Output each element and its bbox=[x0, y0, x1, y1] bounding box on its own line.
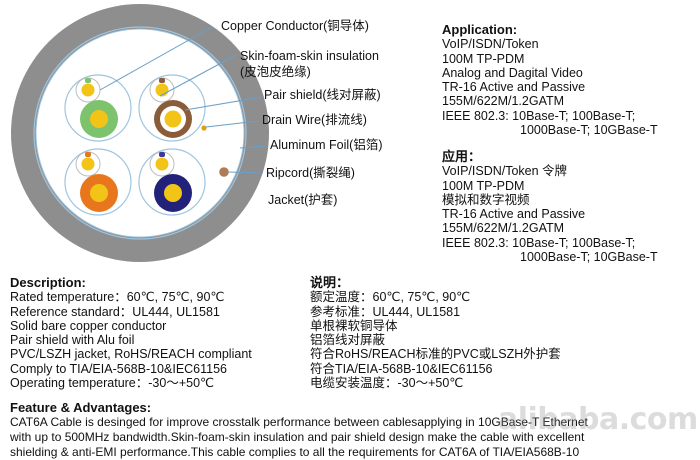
app-en-line: 1000Base-T; 10GBase-T bbox=[520, 123, 658, 138]
copper-conductor-small-bl bbox=[81, 157, 95, 171]
label-insulation-cn: (皮泡皮绝缘) bbox=[240, 65, 311, 79]
copper-conductor-large-tl bbox=[90, 110, 108, 128]
app-cn-line: 1000Base-T; 10GBase-T bbox=[520, 250, 658, 265]
leader-copper bbox=[99, 26, 213, 91]
app-en-line: IEEE 802.3: 10Base-T; 100Base-T; bbox=[442, 108, 636, 123]
desc-en-line: Comply to TIA/EIA-568B-10&IEC61156 bbox=[10, 361, 228, 376]
drain-wire-dot bbox=[201, 125, 207, 131]
features-line: CAT6A Cable is desinged for improve cros… bbox=[10, 415, 588, 429]
app-cn-line: IEEE 802.3: 10Base-T; 100Base-T; bbox=[442, 235, 636, 250]
features: Feature & Advantages: CAT6A Cable is des… bbox=[10, 400, 694, 460]
app-en-line: Analog and Dagital Video bbox=[442, 65, 583, 80]
stripe-mark-bl bbox=[85, 152, 91, 157]
inner-core bbox=[35, 28, 245, 238]
stripe-mark-tr bbox=[159, 78, 165, 83]
ripcord-dot bbox=[219, 167, 229, 177]
features-line: with up to 500MHz bandwidth.Skin-foam-sk… bbox=[10, 430, 585, 444]
label-drain-wire: Drain Wire(排流线) bbox=[262, 113, 367, 127]
desc-en-line: Pair shield with Alu foil bbox=[10, 333, 135, 348]
copper-conductor-large-tr bbox=[164, 110, 182, 128]
app-cn-line: TR-16 Active and Passive bbox=[442, 207, 586, 222]
description-en-title: Description: bbox=[10, 275, 86, 290]
label-copper-conductor: Copper Conductor(铜导体) bbox=[221, 19, 369, 33]
app-en-line: 155M/622M/1.2GATM bbox=[442, 94, 565, 109]
copper-conductor-large-bl bbox=[90, 184, 108, 202]
description-cn-title: 说明： bbox=[310, 275, 350, 290]
label-pair-shield: Pair shield(线对屏蔽) bbox=[264, 88, 381, 102]
desc-cn-line: 铝箔线对屏蔽 bbox=[310, 333, 386, 348]
app-cn-line: VoIP/ISDN/Token 令牌 bbox=[442, 164, 568, 179]
desc-en-line: Solid bare copper conductor bbox=[10, 318, 167, 333]
leader-insulation bbox=[159, 54, 237, 97]
label-insulation-en: Skin-foam-skin insulation bbox=[240, 49, 379, 63]
desc-cn-line: 符合TIA/EIA-568B-10&IEC61156 bbox=[310, 361, 493, 376]
desc-en-line: Reference standard：UL444, UL1581 bbox=[10, 304, 220, 319]
desc-cn-line: 单根裸软铜导体 bbox=[310, 318, 398, 333]
desc-cn-line: 符合RoHS/REACH标准的PVC或LSZH外护套 bbox=[310, 347, 561, 362]
app-en-line: TR-16 Active and Passive bbox=[442, 80, 586, 95]
cable-cross-section bbox=[11, 4, 269, 262]
application-cn-title: 应用： bbox=[442, 149, 482, 164]
application-en-title: Application: bbox=[442, 22, 518, 37]
copper-conductor-small-tl bbox=[81, 83, 95, 97]
leader-drain bbox=[205, 120, 259, 128]
aluminum-foil-ring bbox=[33, 26, 247, 240]
desc-cn-line: 额定温度：60℃, 75℃, 90℃ bbox=[310, 290, 471, 305]
app-en-line: 100M TP-PDM bbox=[442, 51, 525, 66]
label-jacket: Jacket(护套) bbox=[268, 193, 338, 207]
app-cn-line: 模拟和数字视频 bbox=[442, 192, 530, 207]
description-en: Description: Rated temperature：60℃, 75℃,… bbox=[10, 275, 252, 391]
desc-en-line: PVC/LSZH jacket, RoHS/REACH compliant bbox=[10, 347, 252, 362]
app-en-line: VoIP/ISDN/Token bbox=[442, 37, 539, 52]
label-aluminum-foil: Aluminum Foil(铝箔) bbox=[270, 138, 383, 152]
copper-conductor-small-br bbox=[155, 157, 169, 171]
app-cn-line: 100M TP-PDM bbox=[442, 178, 525, 193]
leader-foil bbox=[239, 145, 267, 149]
desc-en-line: Rated temperature：60℃, 75℃, 90℃ bbox=[10, 290, 225, 305]
desc-cn-line: 电缆安装温度：-30～+50℃ bbox=[310, 376, 464, 391]
features-line: shielding & anti-EMI performance.This ca… bbox=[10, 445, 580, 459]
leader-pair-shield bbox=[184, 96, 263, 111]
app-cn-line: 155M/622M/1.2GATM bbox=[442, 221, 565, 236]
leader-ripcord bbox=[227, 171, 264, 174]
features-title: Feature & Advantages: bbox=[10, 400, 152, 415]
stripe-mark-br bbox=[159, 152, 165, 157]
stripe-mark-tl bbox=[85, 78, 91, 83]
label-ripcord: Ripcord(撕裂绳) bbox=[266, 166, 355, 180]
desc-cn-line: 参考标准：UL444, UL1581 bbox=[310, 304, 461, 319]
copper-conductor-large-br bbox=[164, 184, 182, 202]
desc-en-line: Operating temperature：-30～+50℃ bbox=[10, 376, 215, 391]
